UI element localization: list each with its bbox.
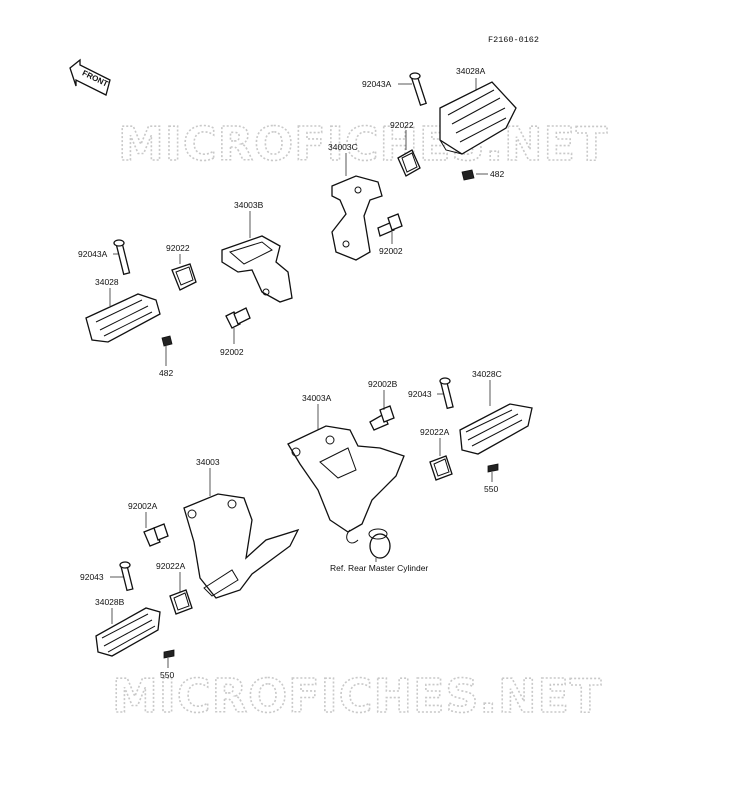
cotter-pin-482-left [161,335,173,347]
cotter-pin-482-top [461,169,475,181]
cotter-pin-550-right [487,463,499,473]
washer-92022-top [397,149,421,177]
label-92002-b: 92002 [220,347,244,357]
footpeg-34028b [95,607,161,657]
washer-92022a-right [429,455,453,481]
footpeg-34028 [85,293,161,343]
label-34028a: 34028A [456,66,486,76]
footpeg-34028a [439,81,517,155]
master-cylinder-collar [368,528,391,559]
label-92002b: 92002B [368,379,398,389]
label-92043-right: 92043 [408,389,432,399]
label-34003: 34003 [196,457,220,467]
label-34003c: 34003C [328,142,358,152]
label-34028c: 34028C [472,369,502,379]
bracket-34003a [287,425,405,544]
label-92002a: 92002A [128,501,158,511]
bolt-92002-b [225,307,251,329]
label-34028b: 34028B [95,597,125,607]
label-92043a-top: 92043A [362,79,392,89]
bolt-92002-c [377,213,403,237]
label-34003a: 34003A [302,393,332,403]
leader-lines [109,78,493,668]
watermark-top: MICROFICHES.NET [118,117,608,171]
front-arrow-icon: FRONT [69,58,111,96]
label-92022-top: 92022 [390,120,414,130]
label-482-top: 482 [490,169,504,179]
bracket-34003c [331,175,383,261]
bolt-92002b [369,405,395,431]
bracket-34003 [183,493,300,599]
label-92002-c: 92002 [379,246,403,256]
label-34028: 34028 [95,277,119,287]
footpeg-34028c [459,403,533,455]
label-92022-left: 92022 [166,243,190,253]
bracket-34003b [221,235,293,303]
label-92022a-right: 92022A [420,427,450,437]
label-92022a-lower: 92022A [156,561,186,571]
diagram-code: F2160-0162 [488,35,539,45]
label-92043-lower: 92043 [80,572,104,582]
cotter-pin-550-lower [163,649,175,659]
label-550-lower: 550 [160,670,174,680]
pin-92043-lower [119,561,134,592]
pin-92043a-top [409,72,427,107]
pin-92043-right [439,377,454,410]
watermark-bottom: MICROFICHES.NET [112,669,602,723]
label-550-right: 550 [484,484,498,494]
bolt-92002a [143,523,169,547]
label-34003b: 34003B [234,200,264,210]
label-ref-rear-master-cylinder: Ref. Rear Master Cylinder [330,563,428,573]
washer-92022a-lower [169,589,193,615]
label-482-left: 482 [159,368,173,378]
label-92043a-left: 92043A [78,249,108,259]
pin-92043a-left [113,239,131,276]
washer-92022-left [171,263,197,291]
